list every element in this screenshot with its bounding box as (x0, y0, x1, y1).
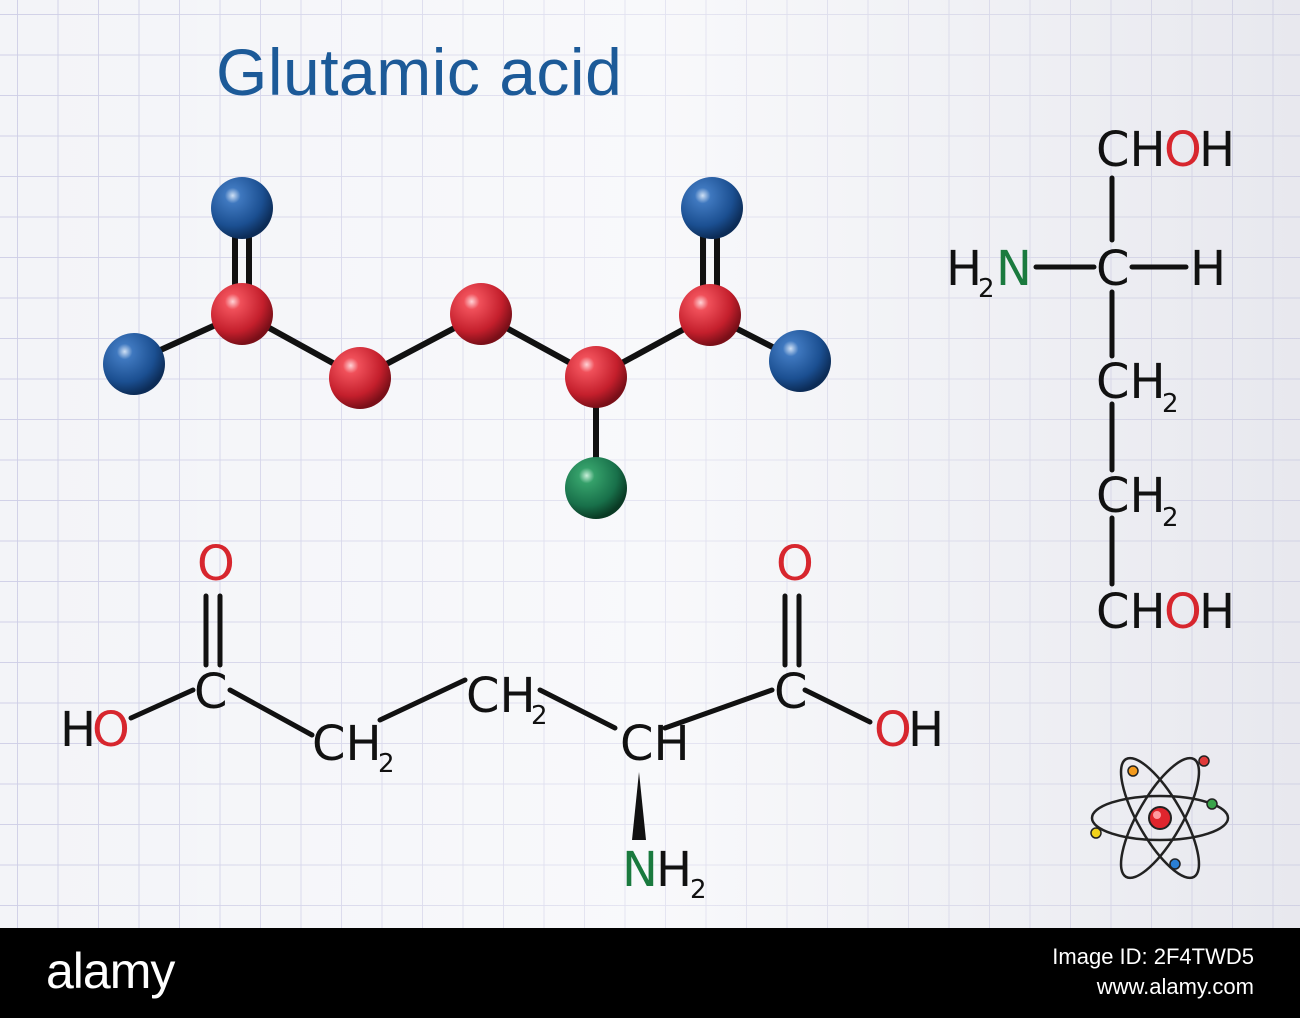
fischer-bottom-h: H (1199, 584, 1235, 640)
wedge-bond (632, 772, 646, 840)
page-title: Glutamic acid (216, 35, 623, 109)
fischer-ch2-1: CH (1096, 354, 1166, 410)
image-reference: Image ID: 2F4TWD5 www.alamy.com (1052, 942, 1254, 1002)
electron-blue (1169, 858, 1181, 870)
fischer-h-right: H (1190, 241, 1226, 297)
carbon-atom-3 (450, 283, 512, 345)
fischer-n: N (996, 241, 1032, 297)
carbon-atom-1 (211, 283, 273, 345)
fischer-bottom-ch: CH (1096, 584, 1166, 640)
atom-label-h-amine: H (656, 842, 692, 898)
fischer-h2: H (946, 241, 982, 297)
ball-and-stick-model (131, 209, 803, 491)
atom-icon (1090, 755, 1230, 880)
fischer-ch2-2-sub: 2 (1162, 503, 1179, 533)
skeletal-formula-bonds (128, 593, 873, 738)
image-id: Image ID: 2F4TWD5 (1052, 944, 1254, 969)
fischer-bottom-o: O (1164, 584, 1202, 640)
electron-green (1206, 798, 1218, 810)
atom-label-o-left: O (92, 702, 130, 758)
atom-label-ch-center: CH (620, 716, 690, 772)
fischer-c-center: C (1096, 241, 1130, 297)
atom-label-h-left: H (60, 702, 96, 758)
atom-label-ch2-b: CH (466, 668, 536, 724)
atom-label-o-top-right: O (776, 536, 814, 592)
oxygen-atom-top-right (681, 177, 743, 239)
atom-label-h-right: H (908, 702, 944, 758)
atom-label-o-right: O (874, 702, 912, 758)
footer-bar: alamy Image ID: 2F4TWD5 www.alamy.com (0, 928, 1300, 1018)
atoms (103, 177, 831, 519)
fischer-top-h: H (1199, 122, 1235, 178)
fischer-bonds (1033, 175, 1189, 587)
atom-label-n-amine: N (622, 842, 658, 898)
fischer-ch2-1-sub: 2 (1162, 389, 1179, 419)
oxygen-atom-top-left (211, 177, 273, 239)
electron-yellow (1090, 827, 1102, 839)
carbon-atom-5 (679, 284, 741, 346)
atom-label-c-right: C (774, 664, 808, 720)
carbon-atom-2 (329, 347, 391, 409)
fischer-ch2-2: CH (1096, 468, 1166, 524)
electron-orange (1127, 765, 1139, 777)
fischer-labels: CH O H H 2 N C H CH 2 CH 2 CH O H (946, 122, 1235, 640)
atom-label-ch2-a: CH (312, 716, 382, 772)
brand-logo: alamy (46, 943, 175, 999)
carbon-atom-4 (565, 346, 627, 408)
molecule-diagram: O C H O CH 2 CH 2 CH C O O H N H 2 C (60, 122, 1235, 905)
site-link[interactable]: www.alamy.com (1096, 974, 1254, 999)
atom-label-o-top-left: O (197, 536, 235, 592)
electron-red (1198, 755, 1210, 767)
oxygen-atom-right (769, 330, 831, 392)
oxygen-atom-left (103, 333, 165, 395)
fischer-top-ch: CH (1096, 122, 1166, 178)
nitrogen-atom (565, 457, 627, 519)
atom-label-ch2-a-sub: 2 (378, 749, 395, 779)
skeletal-formula-labels: O C H O CH 2 CH 2 CH C O O H N H 2 (60, 536, 944, 905)
fischer-h2-sub: 2 (978, 274, 995, 304)
grid-paper-background: Glutamic acid (0, 0, 1300, 928)
atom-label-ch2-b-sub: 2 (531, 701, 548, 731)
atom-label-h-amine-sub: 2 (690, 875, 707, 905)
atom-label-c-left: C (194, 664, 228, 720)
fischer-top-o: O (1164, 122, 1202, 178)
